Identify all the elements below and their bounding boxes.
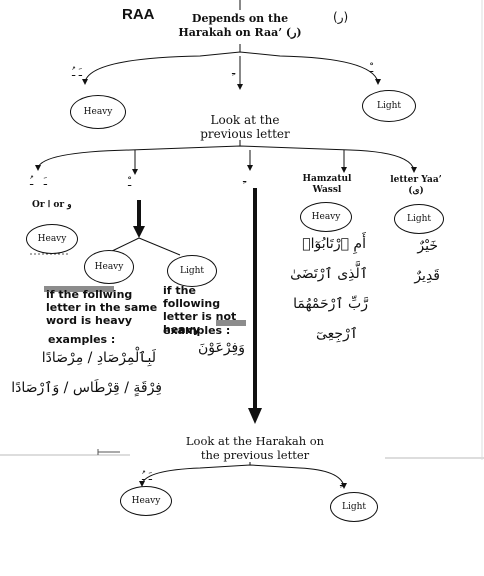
highlight-bar-1 xyxy=(44,286,114,292)
top-marks-right: ـْ xyxy=(370,62,374,75)
bottom-brace xyxy=(141,464,345,487)
top-letter: (ر) xyxy=(333,10,349,24)
example-heavy-2: فِرْقَةٍ / قِرْطَاس / وَٱرْصَادًا xyxy=(11,380,162,396)
split-right xyxy=(138,237,181,256)
note-heavy: if the follwing letter in the same word … xyxy=(46,288,158,327)
light-center-ellipse: Light xyxy=(167,255,217,287)
hamzat-label: Hamzatul Wassl xyxy=(302,174,352,195)
branch1-marks: ـَ ـُ xyxy=(30,175,47,188)
branch2-marks: ـْ xyxy=(128,176,132,189)
bottom-marks-right: ـِ xyxy=(340,476,344,489)
heavy-center-ellipse: Heavy xyxy=(84,250,134,284)
highlight-bar-2 xyxy=(216,320,246,326)
bottom-marks-left: ـَ ـُ xyxy=(142,470,152,483)
note-light: if the following letter is not heavy xyxy=(163,284,237,336)
top-brace xyxy=(84,51,379,83)
yaa-example-2: قَدِيرٌ xyxy=(414,268,440,284)
bottom-header: Look at the Harakah on the previous lett… xyxy=(185,434,325,462)
hamza-example-1: أَمِ ٱرْتَابُوٓا۟ xyxy=(302,236,366,252)
example-light: وَفِرْعَوْنَ xyxy=(197,340,245,356)
middle-brace xyxy=(37,145,415,171)
heavy-left-ellipse: Heavy xyxy=(26,224,78,254)
examples-label: examples : xyxy=(48,333,116,346)
hamza-example-3: رَّبِّ ٱرْحَمْهُمَا xyxy=(293,296,368,312)
middle-header: Look at the previous letter xyxy=(200,113,290,141)
or-label: Or ا or و xyxy=(32,200,72,210)
top-light-ellipse: Light xyxy=(362,90,416,122)
light-yaa-ellipse: Light xyxy=(394,204,444,234)
hamza-example-4: ٱرْجِعِىٓ xyxy=(315,326,358,342)
hamza-example-2: ٱلَّذِى ٱرْتَضَىٰ xyxy=(290,266,368,282)
split-left xyxy=(109,237,140,253)
examples-label-2: examples : xyxy=(163,324,231,337)
yaa-example-1: خَيْرٌ xyxy=(417,238,438,254)
bottom-light-ellipse: Light xyxy=(330,492,378,522)
page-title: RAA xyxy=(122,6,155,23)
top-marks-left: ـَ ـُ xyxy=(72,66,82,79)
top-marks-mid: ـِ xyxy=(232,64,236,77)
bottom-heavy-ellipse: Heavy xyxy=(120,486,172,516)
heavy-hamza-ellipse: Heavy xyxy=(300,202,352,232)
top-heavy-ellipse: Heavy xyxy=(70,95,126,129)
example-heavy-1: لَبِٱلْمِرْصَادِ / مِرْصَادًا xyxy=(41,350,156,366)
branch3-marks: ـِ xyxy=(243,172,247,185)
top-header: Depends on the Harakah on Raa’ (ر) xyxy=(178,12,302,39)
yaa-label: letter Yaa’ (ى) xyxy=(390,175,442,196)
